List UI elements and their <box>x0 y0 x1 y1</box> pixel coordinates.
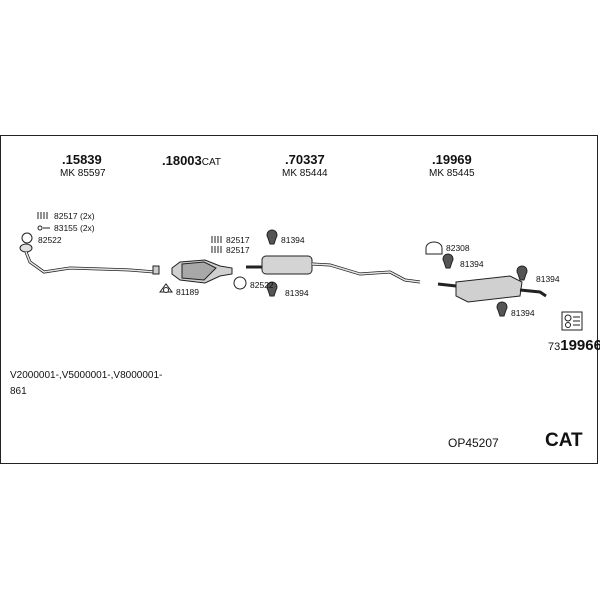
hanger-81394-d-icon <box>516 265 528 281</box>
label-81394-e: 81394 <box>511 308 535 318</box>
part-number-19969: .19969 <box>432 152 472 167</box>
label-81394-c: 81394 <box>460 259 484 269</box>
label-83155-2x: 83155 (2x) <box>54 223 95 233</box>
gasket-82522-b-icon <box>233 276 247 290</box>
diagram-frame <box>0 135 598 464</box>
label-82517-2x: 82517 (2x) <box>54 211 95 221</box>
part-number-18003: .18003 <box>162 153 202 168</box>
label-81394-a: 81394 <box>281 235 305 245</box>
hanger-81394-a-icon <box>266 229 278 245</box>
part-number-18003-group: .18003CAT <box>162 152 221 170</box>
label-81394-b: 81394 <box>285 288 309 298</box>
bolt-82517-b-icon <box>211 236 222 253</box>
hanger-81394-e-icon <box>496 301 508 317</box>
mk-85597: MK 85597 <box>60 168 106 179</box>
label-81189: 81189 <box>176 287 200 297</box>
label-82308: 82308 <box>446 243 470 253</box>
cat-label: CAT <box>545 430 583 451</box>
mk-85445: MK 85445 <box>429 168 475 179</box>
hanger-81394-b-icon <box>266 281 278 297</box>
kit-main-number: 19966 <box>560 337 600 354</box>
label-82517-b: 82517 <box>226 245 250 255</box>
part-suffix-cat: CAT <box>201 157 222 168</box>
kit-prefix: 73 <box>548 341 561 353</box>
label-82522-a: 82522 <box>38 235 62 245</box>
part-number-70337: .70337 <box>285 152 325 167</box>
bolt-82517-icon <box>37 212 48 219</box>
code: 861 <box>10 386 27 397</box>
label-82517-a: 82517 <box>226 235 250 245</box>
rear-silencer-icon <box>455 275 523 303</box>
hanger-81394-c-icon <box>442 253 454 269</box>
middle-silencer-icon <box>261 255 313 275</box>
gasket-82522-icon <box>21 232 33 244</box>
kit-number: 7319966 <box>548 337 600 355</box>
nut-83155-icon <box>37 225 50 231</box>
vin-range: V2000001-,V5000001-,V8000001- <box>10 370 163 381</box>
part-number-15839: .15839 <box>62 152 102 167</box>
clamp-82308-icon <box>425 241 443 255</box>
front-pipe-flange-icon <box>19 243 33 253</box>
mk-85444: MK 85444 <box>282 168 328 179</box>
label-81394-d: 81394 <box>536 274 560 284</box>
set-code: OP45207 <box>448 436 499 450</box>
label-82522-b: 82522 <box>250 280 274 290</box>
